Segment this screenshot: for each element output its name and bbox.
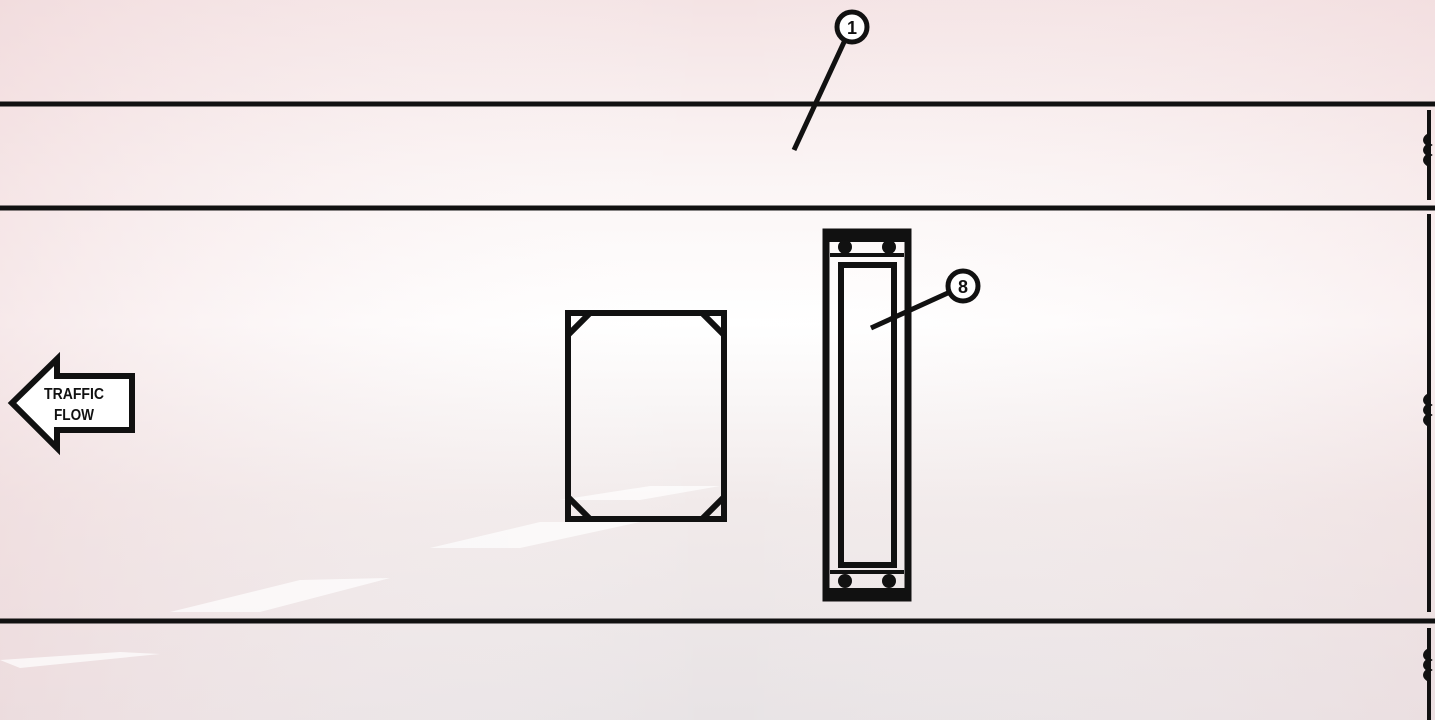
callout-1: 1 [791, 9, 870, 152]
traffic-flow-line2: FLOW [54, 407, 95, 424]
left-arrow-icon [7, 351, 135, 456]
callout-1-bubble [834, 9, 870, 45]
callout-1-leader [791, 38, 848, 152]
trench-grate [822, 228, 912, 602]
lane-lines [0, 101, 1435, 624]
right-edge-marks [1423, 110, 1433, 720]
callout-8: 8 [869, 268, 981, 331]
callout-8-leader [869, 289, 952, 331]
road-streaks [0, 486, 720, 668]
square-structure [565, 310, 727, 522]
callout-8-bubble [945, 268, 981, 304]
traffic-flow-line1: TRAFFIC [44, 386, 104, 403]
traffic-flow-arrow: TRAFFIC FLOW [7, 351, 135, 456]
callout-1-number: 1 [847, 18, 857, 38]
callout-8-number: 8 [958, 277, 968, 297]
